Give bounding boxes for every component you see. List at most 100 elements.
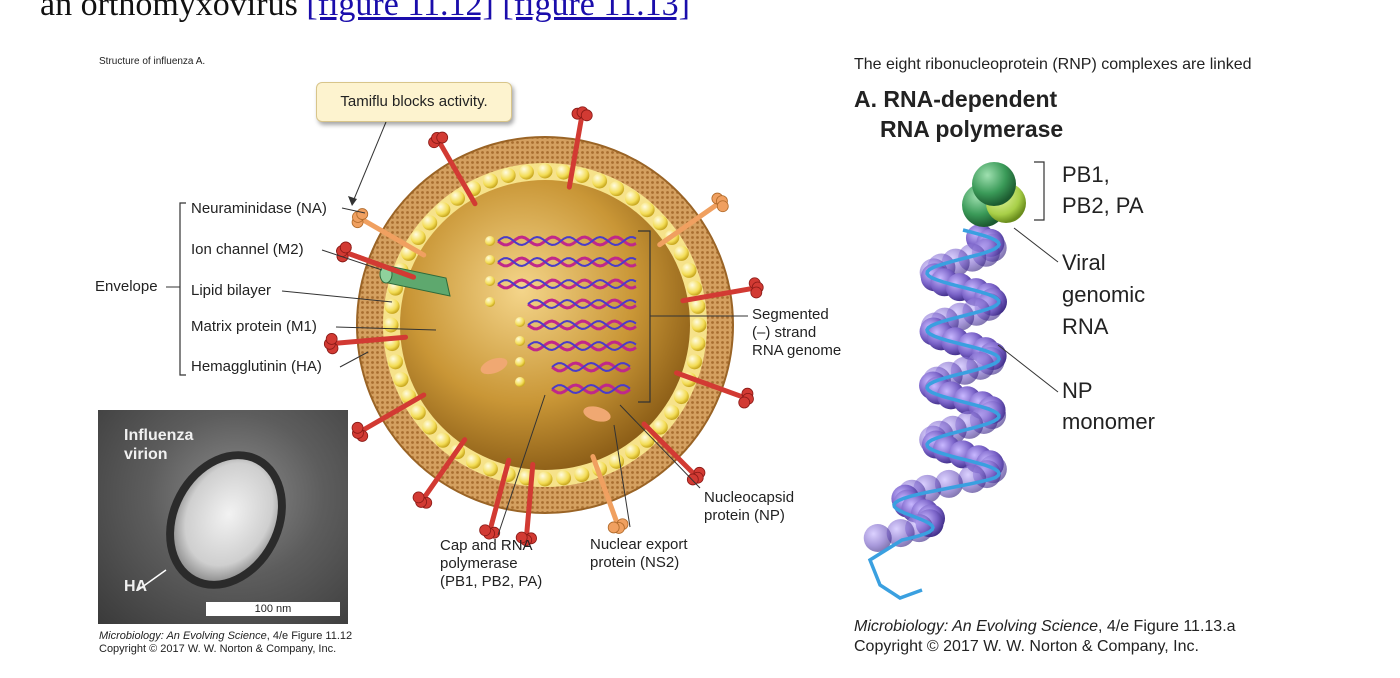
ha-spike-head [412,491,425,504]
rna-segment-magenta [497,235,637,247]
ns2-protein-oval [480,357,508,375]
left-copyright: Copyright © 2017 W. W. Norton & Company,… [99,643,337,655]
lipid-bead [387,354,403,370]
lipid-bead [639,202,655,218]
hemagglutinin-spikes [323,106,764,547]
figure-title: Structure of influenza A. [99,56,206,67]
ha-spike-stalk [360,392,427,433]
rna-segment-blue [527,319,637,331]
viral-rna-strand [867,228,1001,600]
ns2-protein-oval [583,406,611,422]
inner-bead-layer [485,236,525,387]
hemagglutinin-label: Hemagglutinin (HA) [191,358,322,375]
ha-spike-stalk [674,370,745,400]
matrix-protein-label: Matrix protein (M1) [191,318,317,335]
ha-spike-head [515,531,528,544]
lipid-bead [410,404,426,420]
neuraminidase-label: Neuraminidase (NA) [191,200,327,217]
rna-segment-magenta [527,319,637,331]
ha-spike-head [339,241,352,254]
na-spike-head [607,521,620,534]
lipid-bead [393,372,409,388]
lipid-bead [687,354,703,370]
lipid-bead [609,453,625,469]
ha-spike-head [436,131,449,144]
lipid-bead [592,173,608,189]
pb-label-1: PB1, [1062,162,1110,187]
rnp-caption: The eight ribonucleoprotein (RNP) comple… [854,56,1252,73]
lipid-bead [383,317,399,333]
na-spike-stalk [590,454,620,525]
segment-bead [485,297,495,307]
ha-spike-stalk [488,457,512,531]
lipid-bilayer-label: Lipid bilayer [191,282,272,299]
lipid-bead [652,419,668,435]
envelope-label: Envelope [95,278,158,295]
nucleocapsid-label-2: protein (NP) [704,507,785,524]
rna-segment-blue [527,298,637,310]
viral-rna-label-1: Viral [1062,250,1106,275]
rnp-title-2: RNA polymerase [880,116,1064,142]
ha-spike-head [479,524,492,537]
lipid-bead [556,470,572,486]
top-text: an orthomyxovirus [figure 11.12] [figure… [40,0,690,24]
viral-rna-label-2: genomic [1062,282,1146,307]
lipid-bead [624,190,640,206]
lipid-bead [690,298,706,314]
polymerase-subunits [962,162,1026,227]
lipid-bead [574,167,590,183]
lipid-bead [609,181,625,197]
lipid-bead [664,404,680,420]
nuclear-export-label-2: protein (NS2) [590,554,680,571]
ion-channel-label: Ion channel (M2) [191,241,304,258]
nucleocapsid-label-1: Nucleocapsid [704,489,795,506]
rna-segment-blue [551,361,631,373]
lipid-bead [687,280,703,296]
micrograph-image [137,451,286,591]
figure-link-11-13[interactable]: [figure 11.13] [502,0,690,23]
rna-segment-blue [497,235,637,247]
rna-segment-blue [497,256,637,268]
ha-spike-head [686,473,699,486]
tamiflu-callout: Tamiflu blocks activity. [316,82,512,122]
cap-polymerase-label-3: (PB1, PB2, PA) [440,573,543,590]
np-monomer-label-2: monomer [1062,409,1155,434]
ha-spike-stalk [524,461,536,537]
cap-polymerase-label-2: polymerase [440,555,518,572]
lipid-bead [673,245,689,261]
lipid-bead [482,173,498,189]
matrix-protein-beads [383,163,707,487]
figure-link-11-12[interactable]: [figure 11.12] [306,0,494,23]
ha-spike-stalk [641,421,696,476]
ha-spike-head [738,396,751,409]
rna-segment-magenta [527,298,637,310]
micrograph-label-1: Influenza [124,427,194,444]
lipid-bead [518,164,534,180]
segmented-label-2: (–) strand [752,324,817,341]
lipid-bead [435,432,451,448]
right-credit: Microbiology: An Evolving Science, 4/e F… [854,617,1236,636]
viral-rna-label-3: RNA [1062,314,1109,339]
segment-bead [515,357,525,367]
rna-segment-magenta [551,383,631,395]
micrograph-label-2: virion [124,446,168,463]
ha-spike-stalk [345,250,416,280]
ha-spike-stalk [437,140,478,207]
left-credit-figure: , 4/e Figure 11.12 [266,630,353,642]
ha-spike-stalk [422,437,468,500]
left-credit-title: Microbiology: An Evolving Science [99,630,267,642]
lipid-bead [691,317,707,333]
right-copyright: Copyright © 2017 W. W. Norton & Company,… [854,638,1199,655]
np-monomer-ball [863,524,892,552]
ha-spike-stalk [680,286,755,304]
rna-segment-magenta [551,361,631,373]
ha-spike-head [580,109,593,122]
cap-polymerase-label-1: Cap and RNA [440,537,533,554]
np-monomer-ball [958,464,987,493]
micrograph-ha-label: HA [124,578,148,595]
segmented-label-1: Segmented [752,306,829,323]
segmented-label-3: RNA genome [752,342,842,359]
ha-spike-stalk [566,115,584,190]
na-spike-stalk [360,217,427,258]
